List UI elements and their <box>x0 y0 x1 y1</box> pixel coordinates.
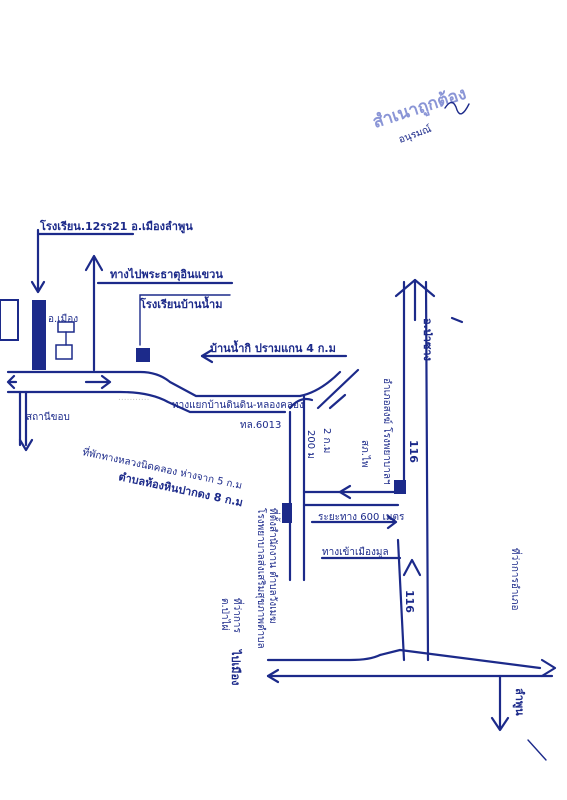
label-school-code: โรงเรียน.12รร21 อ.เมืองลำพูน <box>39 219 193 234</box>
stamp-area: สำเนาถูกต้อง อนุรมณ์ <box>370 84 470 146</box>
village-arrow-head <box>200 348 214 364</box>
label-village-sign: บ้านน้ำกิ ปรามแกน 4 ก.ม <box>210 340 336 355</box>
left-road <box>0 228 342 452</box>
school-square <box>136 348 150 362</box>
mid-arrow-up <box>288 397 314 410</box>
hw-bottom-arrow <box>402 558 422 577</box>
label-bottom-left-1: ต.ป่าไผ่ <box>219 598 231 631</box>
signature: อนุรมณ์ <box>397 123 433 146</box>
label-bottom-left-3: ไปเมือง <box>229 648 243 686</box>
main-road-bottom <box>6 390 287 414</box>
label-bottom-left-2: ที่ว่าการ <box>231 598 245 633</box>
bottom-road-top <box>266 648 542 670</box>
hw-left <box>396 280 406 662</box>
copy-stamp: สำเนาถูกต้อง <box>370 84 469 134</box>
label-faint-road: ........... <box>118 393 149 403</box>
connect-top-arrow <box>338 484 352 500</box>
slash-road-2 <box>328 393 347 410</box>
main-road-top <box>6 370 342 398</box>
label-entrance: ทางเข้าเมืองมูล <box>322 546 389 558</box>
signature-scribble <box>444 101 470 115</box>
left-arrow-head <box>6 374 18 390</box>
corner-mark <box>527 739 547 761</box>
hw-right <box>424 280 430 662</box>
label-north: อ.ป่าซาง <box>421 318 434 361</box>
down-arrow <box>18 438 34 452</box>
building-small-2 <box>55 344 73 360</box>
slash-road <box>316 368 360 410</box>
bottom-down-road <box>490 674 510 732</box>
label-km-200: 200 ม <box>305 430 316 459</box>
label-vertical-right: อำเภอสงฆ์ โรงพยาบาลฯ <box>381 378 394 485</box>
label-road-116-top: 116 <box>407 440 420 463</box>
bottom-left-arrow <box>266 668 280 684</box>
school-marker <box>136 294 231 362</box>
bottom-right-arrow <box>540 658 557 678</box>
label-vertical-left: ที่ตั้งสำนักงาน ตำบลวังเมฆ <box>267 508 281 624</box>
label-police: สภ.ไพ <box>359 440 371 468</box>
left-building <box>0 299 19 341</box>
health-center-marker <box>282 503 292 523</box>
label-junction: ทางแยกบ้านดินดิน-หลองคลอง <box>172 399 304 411</box>
label-school-name: โรงเรียนบ้านน้ำม <box>139 296 222 311</box>
label-road-116-bottom: 116 <box>403 590 416 613</box>
label-station: สถานีขอบ <box>26 411 70 423</box>
label-road-code: ทล.6013 <box>240 420 281 431</box>
left-arrow <box>30 280 46 294</box>
school-pointer <box>139 294 231 346</box>
label-vertical-mid: โรงพยาบาลส่งเสริมสุขภาพตำบล <box>255 508 268 649</box>
village-arrow <box>200 348 348 364</box>
bottom-road <box>266 648 557 761</box>
prathat-road <box>84 254 234 372</box>
hw-tick <box>450 316 464 324</box>
mid-road <box>282 368 360 582</box>
mid-arrow <box>84 374 112 390</box>
label-to-muang: อ.เมือง <box>48 313 78 325</box>
label-bottom-right: ลำพูน <box>512 688 526 716</box>
distance-arrow <box>310 514 398 530</box>
label-right-vertical: ที่ว่าการอำเภอ <box>509 548 523 611</box>
prathat-arrow-head <box>84 254 104 272</box>
label-road-to-prathat: ทางไปพระธาตุอินแขวน <box>110 267 223 282</box>
highway-116 <box>394 278 464 662</box>
label-km-2: 2 ก.ม <box>321 428 332 453</box>
label-distance-600: ระยะทาง 600 เมตร <box>318 512 405 523</box>
school-block <box>32 300 46 370</box>
